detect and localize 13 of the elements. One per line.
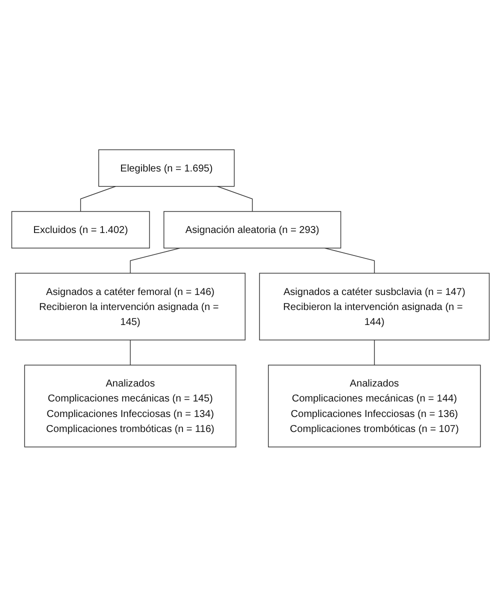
node-box: Analizados Complicaciones mecánicas (n = 145) Complicaciones Infecciosas (n = 134) Complicaciones trombóticas (n = 116) [24,364,236,447]
connector [324,247,375,274]
node-box: Analizados Complicaciones mecánicas (n = 144) Complicaciones Infecciosas (n = 136) Complicaciones trombóticas (n = 107) [268,364,481,447]
connector [217,186,253,212]
connector [80,186,116,212]
connector [130,247,180,274]
connector [374,339,375,366]
node-box: Asignados a catéter femoral (n = 146) Recibieron la intervención asignada (n = 145) [15,272,246,340]
node-box: Elegibles (n = 1.695) [98,149,235,186]
connector [130,339,131,366]
node-box: Asignados a catéter susbclavia (n = 147) Recibieron la intervención asignada (n = 144) [259,272,490,340]
node-box: Asignación aleatoria (n = 293) [164,210,342,248]
node-box: Excluidos (n = 1.402) [11,210,150,248]
